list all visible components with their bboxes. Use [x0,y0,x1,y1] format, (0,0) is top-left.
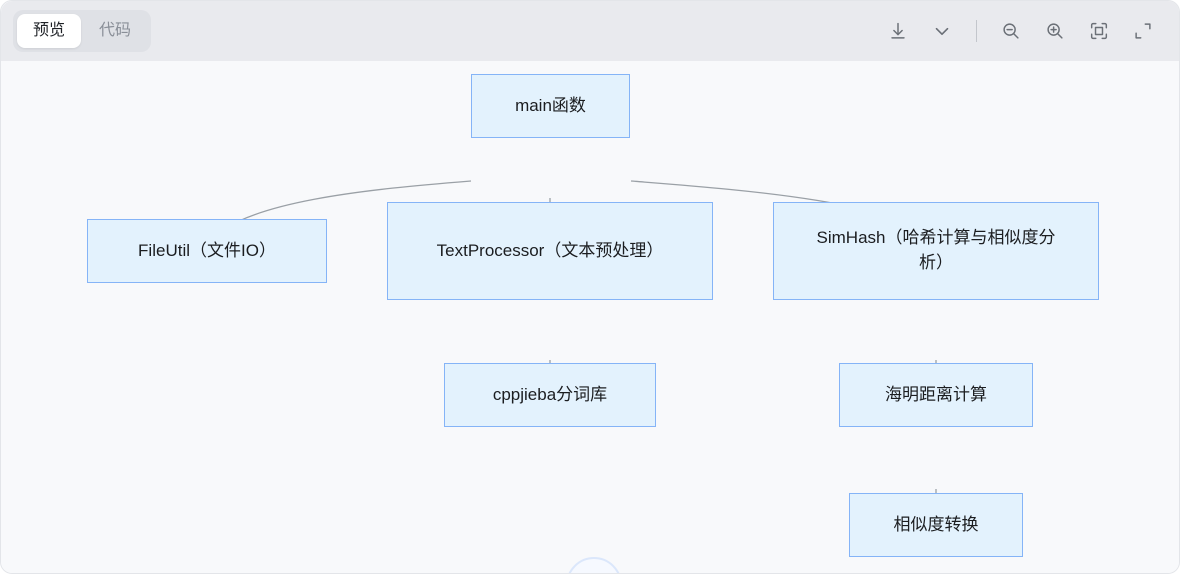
fit-screen-icon [1088,20,1110,42]
node-cppjieba-label: cppjieba分词库 [492,384,608,404]
zoom-out-button[interactable] [991,11,1031,51]
download-button[interactable] [878,11,918,51]
node-fileutil-label: FileUtil（文件IO） [138,240,276,260]
node-simhash-label: SimHash（哈希计算与相似度分析） [816,228,1056,272]
node-main[interactable]: main函数 [471,74,630,138]
expand-button[interactable] [1123,11,1163,51]
tab-preview[interactable]: 预览 [17,14,82,48]
node-textprocessor-label: TextProcessor（文本预处理） [436,240,664,260]
toolbar: 预览 代码 [1,1,1179,61]
node-textprocessor[interactable]: TextProcessor（文本预处理） [387,202,713,300]
node-similarity-label: 相似度转换 [893,514,979,534]
zoom-in-button[interactable] [1035,11,1075,51]
toolbar-actions [878,11,1163,51]
download-icon [887,20,909,42]
tab-code[interactable]: 代码 [99,22,132,39]
fit-screen-button[interactable] [1079,11,1119,51]
download-menu-button[interactable] [922,11,962,51]
node-hamming[interactable]: 海明距离计算 [839,363,1033,427]
zoom-out-icon [1000,20,1022,42]
diagram-canvas[interactable]: main函数 FileUtil（文件IO） TextProcessor（文本预处… [1,61,1179,573]
view-mode-tabs: 预览 代码 [13,10,152,52]
toolbar-divider [976,20,977,42]
node-similarity[interactable]: 相似度转换 [849,493,1023,557]
node-hamming-label: 海明距离计算 [885,384,987,404]
node-fileutil[interactable]: FileUtil（文件IO） [87,219,327,283]
node-simhash[interactable]: SimHash（哈希计算与相似度分析） [773,202,1099,300]
expand-icon [1132,20,1154,42]
node-cppjieba[interactable]: cppjieba分词库 [444,363,656,427]
chevron-down-icon [931,20,953,42]
zoom-in-icon [1044,20,1066,42]
node-main-label: main函数 [515,95,586,115]
